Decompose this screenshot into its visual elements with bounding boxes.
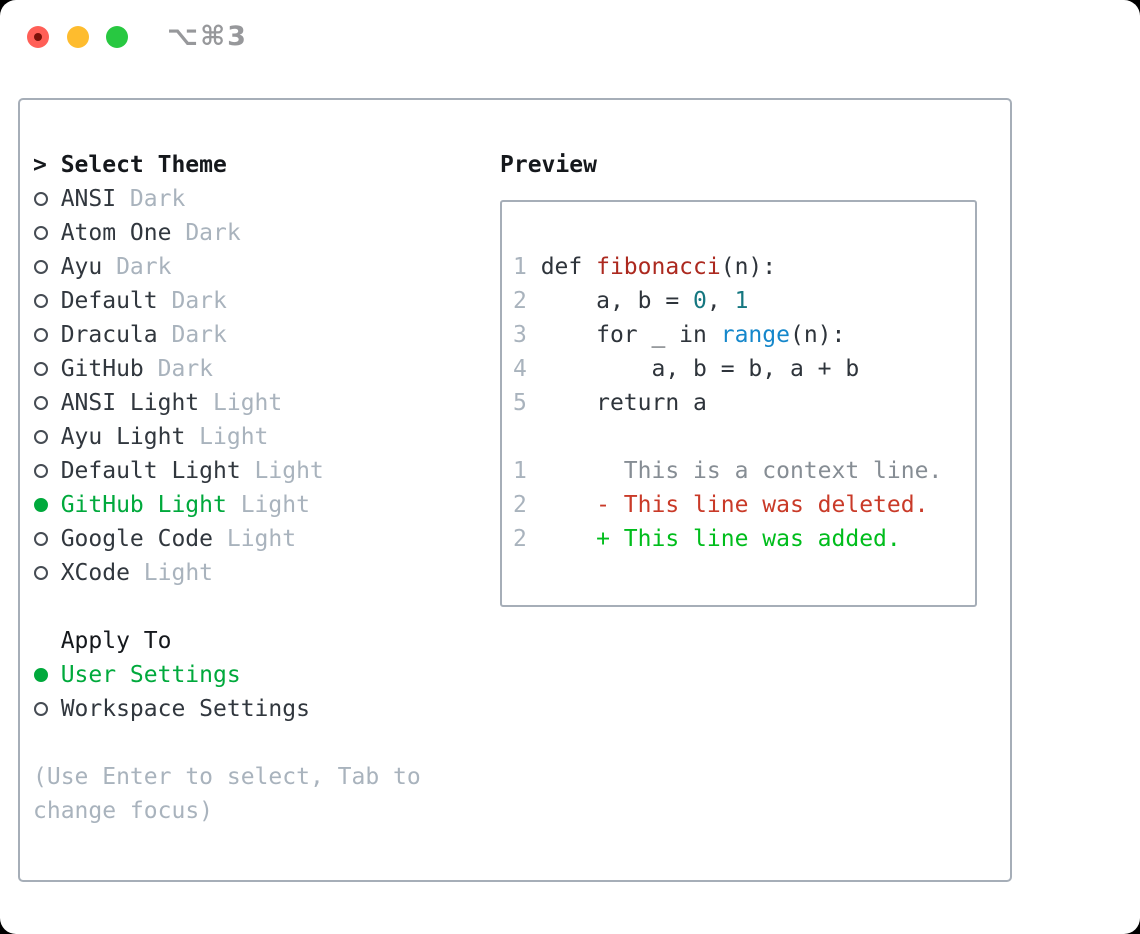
theme-option[interactable]: GitHub Light Light [33,488,466,522]
radio-icon [34,192,48,206]
prompt-caret-icon: > [33,152,47,178]
theme-option[interactable]: Atom One Dark [33,216,466,250]
code-line: 3 for _ in range(n): [513,322,846,348]
radio-icon [34,362,48,376]
theme-option[interactable]: GitHub Dark [33,352,466,386]
theme-name: Dracula [60,322,158,348]
close-button-icon[interactable] [27,26,49,48]
theme-name: Default [60,288,158,314]
code-line: 1 This is a context line. [513,458,943,484]
theme-variant-tag: Dark [129,186,186,212]
apply-to-option[interactable]: User Settings [33,658,466,692]
code-line: 2 - This line was deleted. [513,492,929,518]
theme-variant-tag: Dark [116,254,172,280]
radio-icon [34,668,48,682]
radio-icon [34,396,48,410]
theme-option[interactable]: XCode Light [33,556,466,590]
theme-name: ANSI Light [60,390,200,416]
code-line: 1 def fibonacci(n): [513,254,777,280]
apply-to-label: User Settings [60,662,241,688]
preview-code: 1 def fibonacci(n): 2 a, b = 0, 1 3 for _ … [500,200,977,607]
code-line: 2 + This line was added. [513,526,901,552]
theme-name: Ayu Light [60,424,186,450]
theme-name: Default Light [60,458,241,484]
code-line: 2 a, b = 0, 1 [513,288,749,314]
theme-option[interactable]: ANSI Dark [33,182,466,216]
theme-option[interactable]: ANSI Light Light [33,386,466,420]
radio-icon [34,464,48,478]
theme-option[interactable]: Ayu Light Light [33,420,466,454]
theme-variant-tag: Light [226,526,297,552]
radio-icon [34,532,48,546]
spacer [33,590,466,624]
theme-option[interactable]: Default Dark [33,284,466,318]
help-text: (Use Enter to select, Tab to change focu… [33,764,421,824]
theme-variant-tag: Dark [171,288,227,314]
theme-name: GitHub Light [60,492,227,518]
theme-name: GitHub [60,356,144,382]
radio-icon [34,226,48,240]
radio-icon [34,702,48,716]
minimize-button-icon[interactable] [67,26,89,48]
theme-variant-tag: Light [240,492,310,518]
preview-panel: Preview 1 def fibonacci(n): 2 a, b = 0, 1… [500,148,977,607]
title-bar: ⌥⌘3 [0,0,1140,74]
apply-to-title: Apply To [60,628,172,654]
theme-name: XCode [60,560,130,586]
theme-option[interactable]: Ayu Dark [33,250,466,284]
radio-icon [34,294,48,308]
theme-name: Atom One [60,220,172,246]
theme-name: Ayu [60,254,103,280]
theme-list-title: Select Theme [60,152,227,178]
apply-to-header-row: Apply To [33,624,466,658]
theme-option[interactable]: Default Light Light [33,454,466,488]
theme-variant-tag: Light [213,390,283,416]
theme-list-header-row: > Select Theme [33,148,466,182]
preview-title: Preview [500,152,597,178]
theme-variant-tag: Light [254,458,324,484]
theme-option[interactable]: Dracula Dark [33,318,466,352]
radio-icon [34,430,48,444]
code-line: 4 a, b = b, a + b [513,356,860,382]
window-title: ⌥⌘3 [167,21,248,52]
code-line [513,420,975,454]
apply-to-option[interactable]: Workspace Settings [33,692,466,726]
radio-icon [34,498,48,512]
code-line: 5 return a [513,390,707,416]
theme-variant-tag: Light [199,424,269,450]
radio-icon [34,566,48,580]
theme-variant-tag: Dark [185,220,241,246]
spacer [33,726,466,760]
theme-option[interactable]: Google Code Light [33,522,466,556]
radio-icon [34,328,48,342]
zoom-button-icon[interactable] [106,26,128,48]
theme-variant-tag: Dark [171,322,227,348]
radio-icon [34,260,48,274]
theme-variant-tag: Dark [157,356,214,382]
theme-name: Google Code [60,526,214,552]
theme-variant-tag: Light [143,560,214,586]
theme-name: ANSI [60,186,117,212]
apply-to-label: Workspace Settings [60,696,310,722]
